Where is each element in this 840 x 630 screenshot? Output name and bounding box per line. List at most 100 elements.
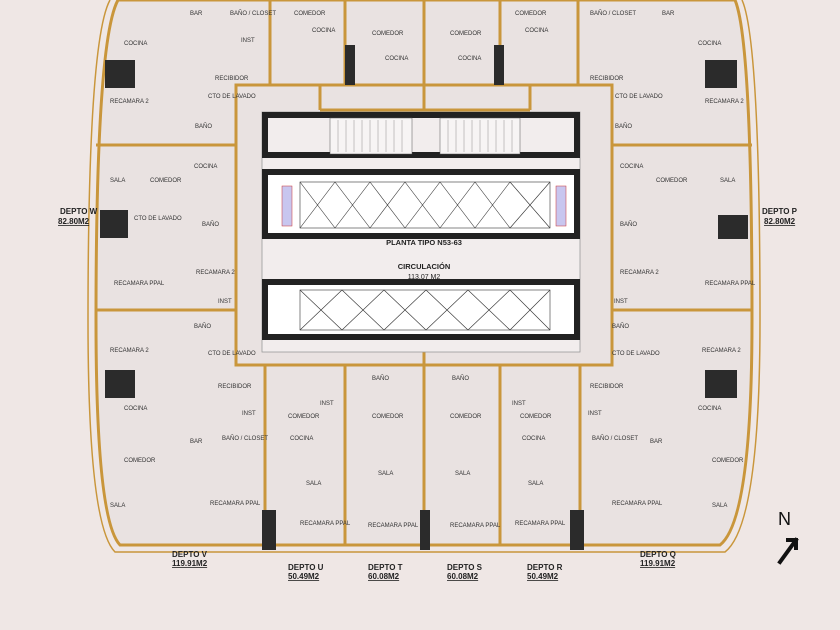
dept-s-area: 60.08M2 [447, 572, 479, 581]
room-recamara-ppal-3: RECAMARA PPAL [210, 501, 261, 507]
room-recamara-2-c: RECAMARA 2 [196, 270, 235, 276]
room-bar-4: BAR [650, 439, 663, 445]
room-inst-4: INST [242, 411, 256, 417]
room-bano-5: BAÑO [194, 323, 211, 330]
room-cocina-3: COCINA [385, 56, 408, 62]
room-cocina-6: COCINA [698, 41, 721, 47]
room-sala-4: SALA [306, 481, 321, 487]
room-comedor-10: COMEDOR [450, 414, 482, 420]
room-recibidor-3: RECIBIDOR [218, 384, 252, 390]
room-sala-7: SALA [528, 481, 543, 487]
room-inst-3: INST [614, 299, 628, 305]
room-cocina-4: COCINA [458, 56, 481, 62]
room-cto-lavado-5: CTO DE LAVADO [612, 351, 660, 357]
room-cocina-10: COCINA [290, 436, 313, 442]
room-cocina-5: COCINA [525, 28, 548, 34]
room-cocina-2: COCINA [312, 28, 335, 34]
room-cocina-9: COCINA [124, 406, 147, 412]
room-bano-7: BAÑO [452, 375, 469, 382]
room-recamara-2-b: RECAMARA 2 [705, 99, 744, 105]
north-letter: N [778, 509, 791, 529]
room-recamara-ppal-2: RECAMARA PPAL [705, 281, 756, 287]
dept-q-area: 119.91M2 [640, 559, 676, 568]
room-bano: BAÑO [195, 123, 212, 130]
dept-t-name: DEPTO T [368, 563, 403, 572]
columns [100, 45, 748, 550]
dept-v-name: DEPTO V [172, 550, 208, 559]
room-recibidor: RECIBIDOR [215, 76, 249, 82]
dept-w-name: DEPTO W [60, 207, 98, 216]
room-inst-6: INST [512, 401, 526, 407]
room-recibidor-4: RECIBIDOR [590, 384, 624, 390]
room-recibidor-2: RECIBIDOR [590, 76, 624, 82]
room-inst: INST [241, 38, 255, 44]
room-inst-2: INST [218, 299, 232, 305]
room-comedor-7: COMEDOR [124, 458, 156, 464]
room-recamara-2: RECAMARA 2 [110, 99, 149, 105]
room-bar-3: BAR [190, 439, 203, 445]
room-comedor-5: COMEDOR [150, 178, 182, 184]
room-inst-7: INST [588, 411, 602, 417]
room-bar: BAR [190, 11, 203, 17]
room-cocina-8: COCINA [620, 164, 643, 170]
room-bano-3: BAÑO [202, 221, 219, 228]
room-inst-5: INST [320, 401, 334, 407]
dept-p-area: 82.80M2 [764, 217, 796, 226]
room-recamara-2-e: RECAMARA 2 [110, 348, 149, 354]
dept-labels: DEPTO W 82.80M2 DEPTO P 82.80M2 DEPTO V … [58, 207, 798, 581]
room-bano-8: BAÑO [612, 323, 629, 330]
room-recamara-ppal-5: RECAMARA PPAL [368, 523, 419, 529]
dept-u-name: DEPTO U [288, 563, 324, 572]
dept-q-name: DEPTO Q [640, 550, 676, 559]
room-sala-3: SALA [110, 503, 125, 509]
room-cto-lavado: CTO DE LAVADO [208, 94, 256, 100]
plan-title: PLANTA TIPO N53-63 [386, 238, 462, 247]
room-recamara-2-f: RECAMARA 2 [702, 348, 741, 354]
room-bano-closet: BAÑO / CLOSET [230, 10, 276, 17]
core: PLANTA TIPO N53-63 CIRCULACIÓN 113.07 M2 [261, 111, 581, 353]
dept-r-name: DEPTO R [527, 563, 563, 572]
room-cocina: COCINA [124, 41, 147, 47]
room-recamara-ppal-6: RECAMARA PPAL [450, 523, 501, 529]
circulation-title: CIRCULACIÓN [398, 262, 451, 271]
room-recamara-ppal-8: RECAMARA PPAL [612, 501, 663, 507]
room-comedor-2: COMEDOR [372, 31, 404, 37]
room-bano-6: BAÑO [372, 375, 389, 382]
room-bar-2: BAR [662, 11, 675, 17]
room-cocina-7: COCINA [194, 164, 217, 170]
room-sala: SALA [110, 178, 125, 184]
room-comedor-3: COMEDOR [450, 31, 482, 37]
room-bano-4: BAÑO [620, 221, 637, 228]
room-recamara-ppal: RECAMARA PPAL [114, 281, 165, 287]
circulation-area: 113.07 M2 [408, 274, 441, 281]
dept-s-name: DEPTO S [447, 563, 483, 572]
dept-p-name: DEPTO P [762, 207, 798, 216]
room-comedor-8: COMEDOR [288, 414, 320, 420]
room-recamara-ppal-4: RECAMARA PPAL [300, 521, 351, 527]
room-comedor-6: COMEDOR [656, 178, 688, 184]
room-bano-2: BAÑO [615, 123, 632, 130]
dept-v-area: 119.91M2 [172, 559, 208, 568]
elevator-bank-upper [262, 169, 580, 239]
dept-r-area: 50.49M2 [527, 572, 559, 581]
building-outer-line [87, 0, 761, 553]
north-arrow-icon: N [777, 509, 799, 565]
room-sala-8: SALA [712, 503, 727, 509]
room-comedor-12: COMEDOR [712, 458, 744, 464]
room-cocina-11: COCINA [522, 436, 545, 442]
room-bano-closet-4: BAÑO / CLOSET [592, 435, 638, 442]
room-labels: BAR BAÑO / CLOSET COCINA RECIBIDOR INST … [110, 10, 756, 529]
dept-u-area: 50.49M2 [288, 572, 320, 581]
room-sala-6: SALA [455, 471, 470, 477]
room-cto-lavado-4: CTO DE LAVADO [208, 351, 256, 357]
room-cocina-12: COCINA [698, 406, 721, 412]
room-recamara-2-d: RECAMARA 2 [620, 270, 659, 276]
room-cto-lavado-2: CTO DE LAVADO [615, 94, 663, 100]
elevator-bank-lower [262, 279, 580, 340]
room-sala-5: SALA [378, 471, 393, 477]
room-bano-closet-3: BAÑO / CLOSET [222, 435, 268, 442]
room-comedor-11: COMEDOR [520, 414, 552, 420]
dept-t-area: 60.08M2 [368, 572, 400, 581]
room-sala-2: SALA [720, 178, 735, 184]
